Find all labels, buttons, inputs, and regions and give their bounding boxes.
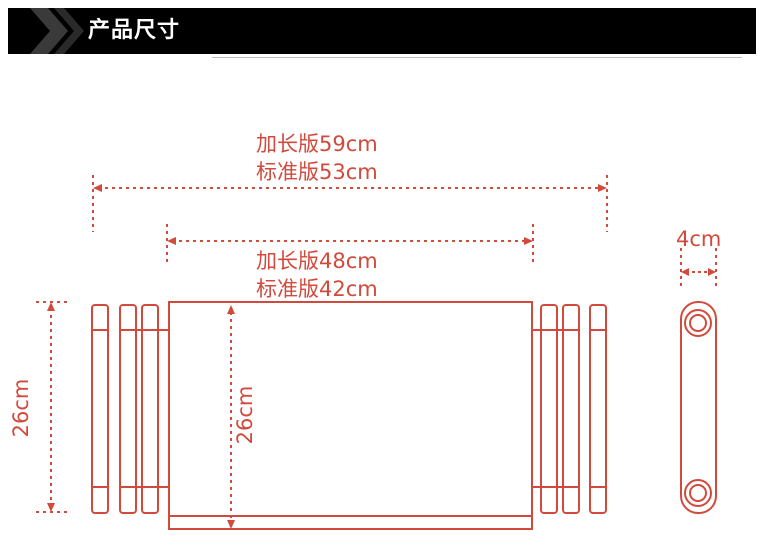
right-bar bbox=[562, 304, 580, 514]
right-bar bbox=[589, 304, 607, 514]
left-bar bbox=[119, 304, 137, 514]
inner-width-std-label: 标准版42cm bbox=[256, 277, 378, 301]
outer-width-long-label: 加长版59cm bbox=[256, 132, 378, 156]
left-bar bbox=[141, 304, 159, 514]
main-panel bbox=[168, 301, 533, 517]
inner-width-long-label: 加长版48cm bbox=[256, 249, 378, 273]
side-view bbox=[680, 301, 717, 514]
chevron-decoration-icon bbox=[30, 8, 84, 54]
right-bar bbox=[540, 304, 558, 514]
header-underline bbox=[212, 57, 742, 58]
section-title: 产品尺寸 bbox=[88, 18, 181, 43]
center-height-label: 26cm bbox=[233, 385, 257, 445]
left-bar bbox=[91, 304, 109, 514]
outer-width-std-label: 标准版53cm bbox=[256, 160, 378, 184]
section-header: 产品尺寸 bbox=[8, 8, 756, 54]
left-height-label: 26cm bbox=[9, 378, 33, 438]
depth-label: 4cm bbox=[676, 227, 722, 251]
